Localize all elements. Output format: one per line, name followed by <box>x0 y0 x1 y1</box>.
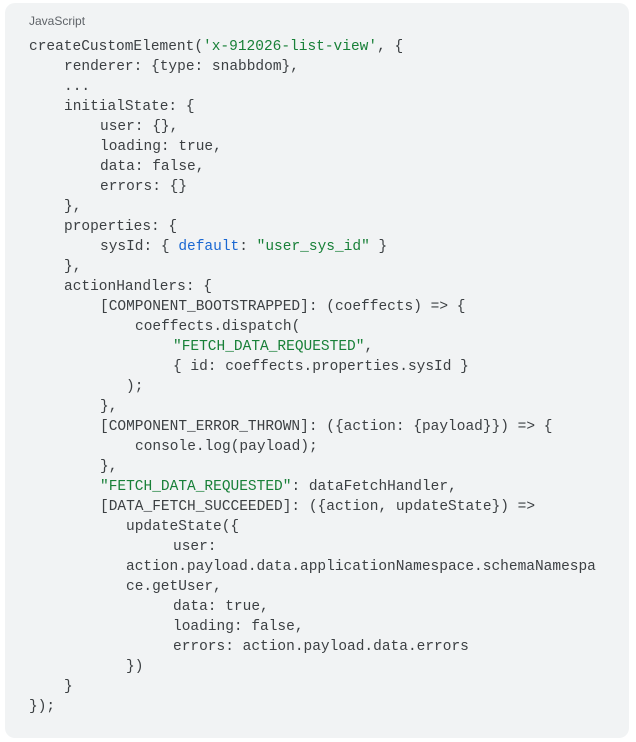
code-line: }); <box>29 699 56 715</box>
code-line: action.payload.data.applicationNamespace… <box>126 559 596 575</box>
code-line: sysId: { default: "user_sys_id" } <box>100 237 387 257</box>
code-block: JavaScript createCustomElement('x-912026… <box>5 3 629 738</box>
code-token: , <box>364 339 374 355</box>
string-token: 'x-912026-list-view' <box>203 39 378 55</box>
code-line: data: true, <box>173 599 269 615</box>
code-line: }, <box>64 259 82 275</box>
code-line: errors: action.payload.data.errors <box>173 639 469 655</box>
code-line: ce.getUser, <box>126 579 222 595</box>
code-line: coeffects.dispatch( <box>135 319 301 335</box>
code-token: sysId: { <box>100 239 179 255</box>
code-line: loading: false, <box>173 619 304 635</box>
code-line: } <box>64 679 73 695</box>
string-token: "FETCH_DATA_REQUESTED" <box>100 479 292 495</box>
code-line: initialState: { <box>64 99 195 115</box>
code-token: , { <box>377 39 404 55</box>
code-line: }, <box>100 399 118 415</box>
keyword-token: default <box>178 239 240 255</box>
code-line: [COMPONENT_ERROR_THROWN]: ({action: {pay… <box>100 419 553 435</box>
code-token: createCustomElement( <box>29 39 204 55</box>
code-line: }, <box>100 459 118 475</box>
code-line: [DATA_FETCH_SUCCEEDED]: ({action, update… <box>100 499 536 515</box>
code-line: "FETCH_DATA_REQUESTED", <box>173 337 373 357</box>
code-line: { id: coeffects.properties.sysId } <box>173 359 469 375</box>
code-line: renderer: {type: snabbdom}, <box>64 59 299 75</box>
code-line: loading: true, <box>100 139 222 155</box>
code-line: "FETCH_DATA_REQUESTED": dataFetchHandler… <box>100 477 457 497</box>
code-token: } <box>369 239 388 255</box>
code-line: ... <box>64 79 91 95</box>
code-line: console.log(payload); <box>135 439 318 455</box>
code-line: properties: { <box>64 219 178 235</box>
string-token: "FETCH_DATA_REQUESTED" <box>173 339 365 355</box>
code-line: }) <box>126 659 144 675</box>
code-line: }, <box>64 199 82 215</box>
code-token: : <box>239 239 257 255</box>
code-line: [COMPONENT_BOOTSTRAPPED]: (coeffects) =>… <box>100 299 466 315</box>
code-line: data: false, <box>100 159 205 175</box>
code-token: : dataFetchHandler, <box>291 479 457 495</box>
string-token: "user_sys_id" <box>256 239 370 255</box>
language-label: JavaScript <box>29 14 86 28</box>
code-line: actionHandlers: { <box>64 279 212 295</box>
code-line: errors: {} <box>100 179 188 195</box>
code-line: updateState({ <box>126 519 240 535</box>
code-line: ); <box>126 379 144 395</box>
code-line: createCustomElement('x-912026-list-view'… <box>29 37 403 57</box>
code-line: user: <box>173 539 217 555</box>
code-line: user: {}, <box>100 119 179 135</box>
